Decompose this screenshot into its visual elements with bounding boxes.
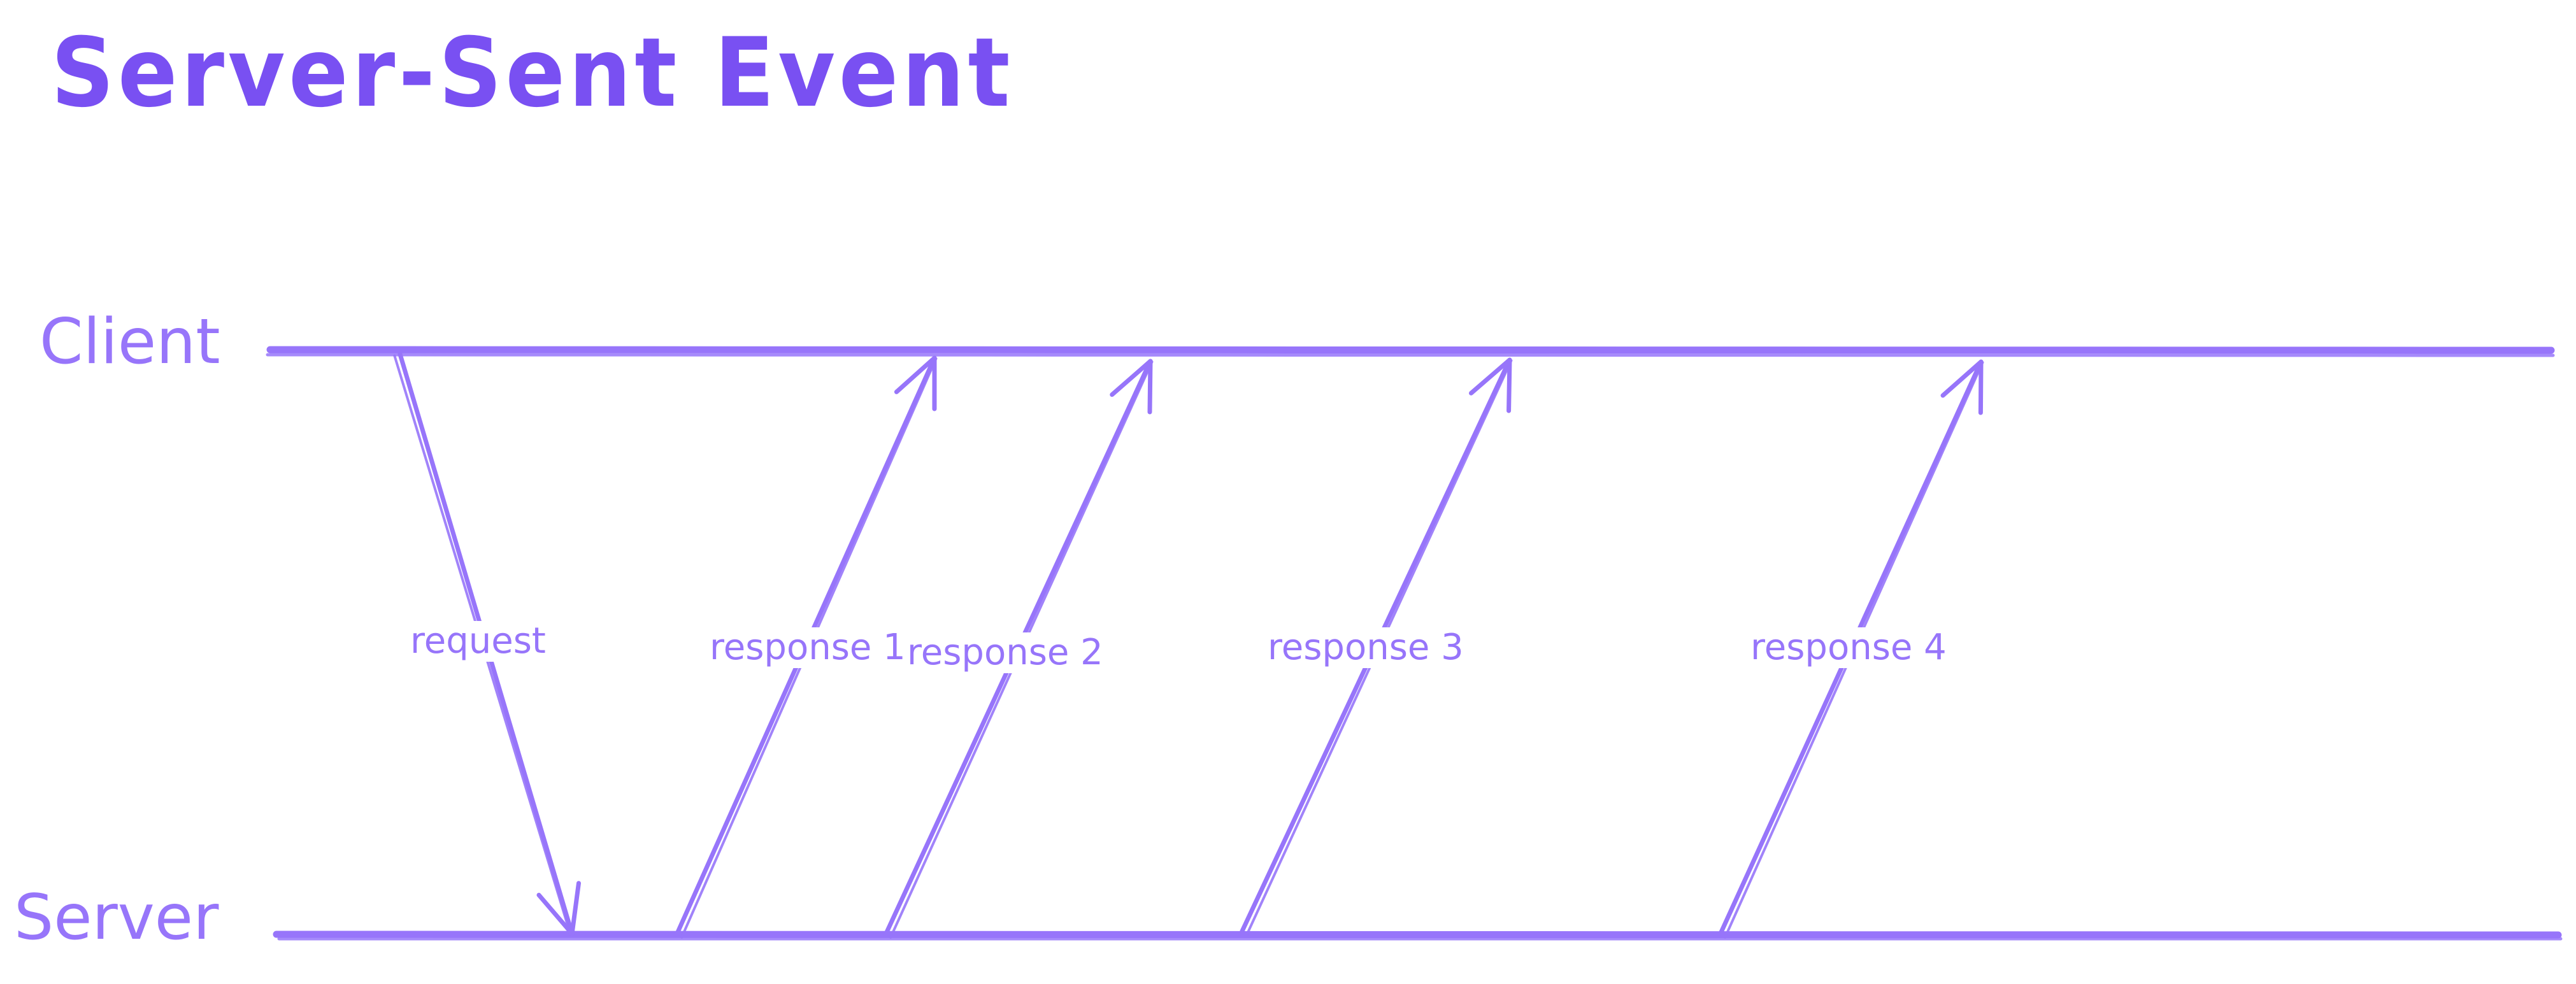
- server-lifeline: [273, 931, 2563, 941]
- response-4-label: response 4: [1747, 627, 1950, 668]
- arrowhead-icon: [1940, 359, 1984, 415]
- response-2-label: response 2: [903, 632, 1107, 673]
- response-3-label: response 3: [1264, 627, 1468, 668]
- arrowhead-icon: [536, 881, 581, 936]
- client-actor-label: Client: [39, 306, 220, 378]
- arrowhead-icon: [1468, 357, 1512, 413]
- message-arrows: [393, 352, 1984, 939]
- server-actor-label: Server: [14, 881, 219, 954]
- arrowhead-icon: [894, 355, 937, 411]
- response-1-label: response 1: [706, 627, 910, 668]
- arrowhead-icon: [1110, 359, 1153, 415]
- request-label: request: [406, 621, 550, 662]
- diagram-title: Server-Sent Event: [51, 18, 1014, 129]
- client-lifeline: [266, 346, 2555, 357]
